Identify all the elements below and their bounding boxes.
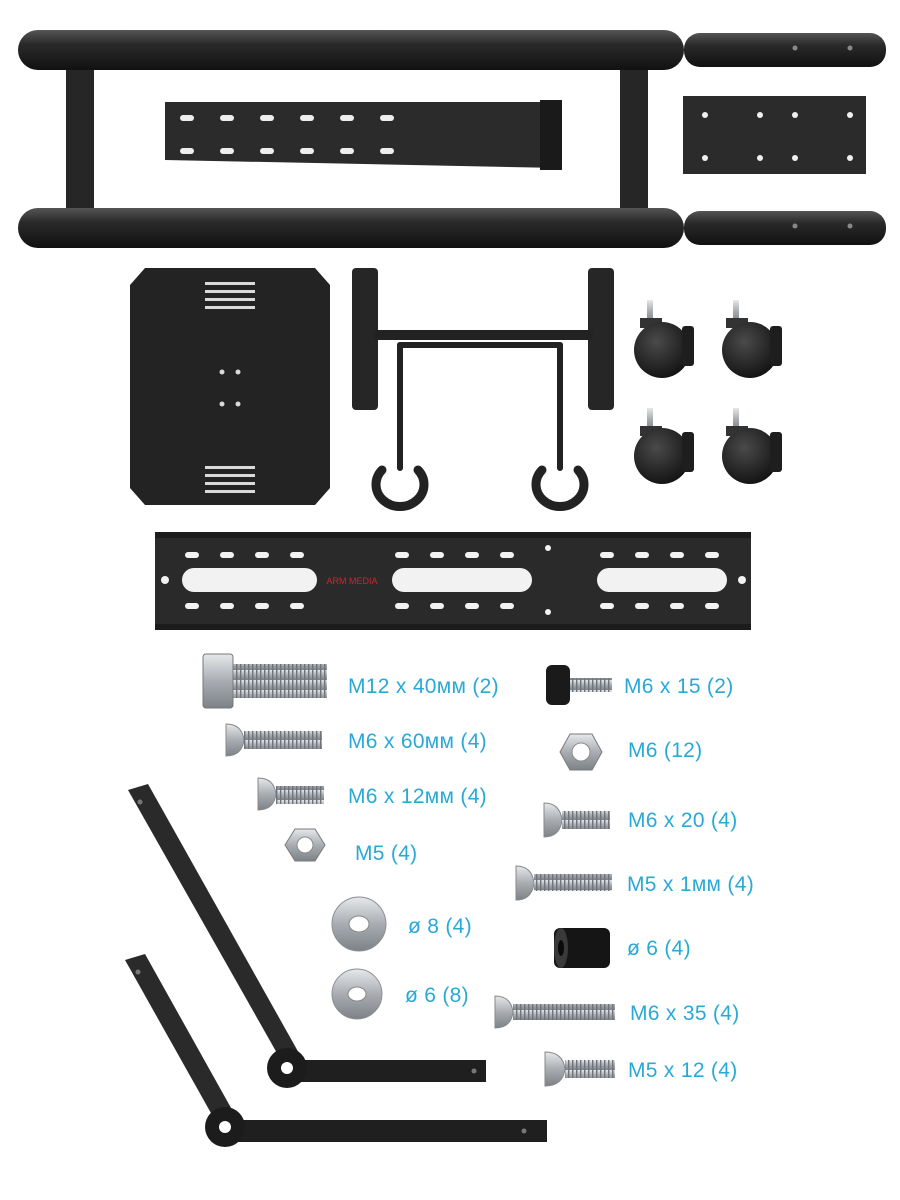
caster-wheel bbox=[634, 300, 694, 378]
shelf-bracket bbox=[352, 268, 614, 511]
folding-leg-upper bbox=[128, 784, 486, 1088]
label-bolt-m5x1: M5 x 1мм (4) bbox=[627, 873, 754, 896]
spacer-6 bbox=[554, 928, 610, 968]
folding-leg-lower bbox=[125, 954, 547, 1147]
brand-mark: ARM MEDIA bbox=[326, 576, 377, 586]
label-bolt-m12x40: M12 x 40мм (2) bbox=[348, 675, 499, 698]
folding-legs bbox=[125, 784, 547, 1147]
nut-m6 bbox=[559, 733, 603, 771]
bolt-m6x60 bbox=[225, 723, 322, 757]
top-frame bbox=[18, 30, 886, 248]
caster-wheel bbox=[634, 408, 694, 484]
hardware-right bbox=[494, 665, 615, 1087]
caster-wheel bbox=[722, 300, 782, 378]
bolt-m6x20 bbox=[543, 802, 610, 838]
slotted-crossbar bbox=[165, 100, 562, 170]
mounting-plate bbox=[683, 96, 866, 174]
label-bolt-m6x12: M6 x 12мм (4) bbox=[348, 785, 487, 808]
wall-plate: ARM MEDIA bbox=[155, 532, 751, 630]
label-thumbscrew-m6x15: M6 x 15 (2) bbox=[624, 675, 734, 698]
label-washer-8: ø 8 (4) bbox=[408, 915, 472, 938]
bolt-m5x12 bbox=[544, 1051, 615, 1087]
washer-8 bbox=[331, 896, 387, 952]
thumbscrew-m6x15 bbox=[546, 665, 612, 705]
shelf-tray bbox=[130, 268, 330, 505]
caster-wheel bbox=[722, 408, 782, 484]
label-spacer-6: ø 6 (4) bbox=[627, 937, 691, 960]
bolt-m6x35 bbox=[494, 995, 615, 1029]
label-bolt-m6x60: M6 x 60мм (4) bbox=[348, 730, 487, 753]
label-nut-m6: M6 (12) bbox=[628, 739, 703, 762]
hex-bolt-m12 bbox=[202, 653, 327, 709]
bolt-m5x1 bbox=[515, 865, 612, 901]
label-bolt-m6x35: M6 x 35 (4) bbox=[630, 1002, 740, 1025]
hardware-left bbox=[202, 653, 387, 1020]
label-nut-m5: M5 (4) bbox=[355, 842, 418, 865]
nut-m5 bbox=[284, 828, 326, 862]
caster-wheels bbox=[634, 300, 782, 484]
label-bolt-m5x12: M5 x 12 (4) bbox=[628, 1059, 738, 1082]
bolt-m6x12 bbox=[257, 777, 324, 811]
label-washer-6: ø 6 (8) bbox=[405, 984, 469, 1007]
washer-6 bbox=[331, 968, 383, 1020]
label-bolt-m6x20: M6 x 20 (4) bbox=[628, 809, 738, 832]
